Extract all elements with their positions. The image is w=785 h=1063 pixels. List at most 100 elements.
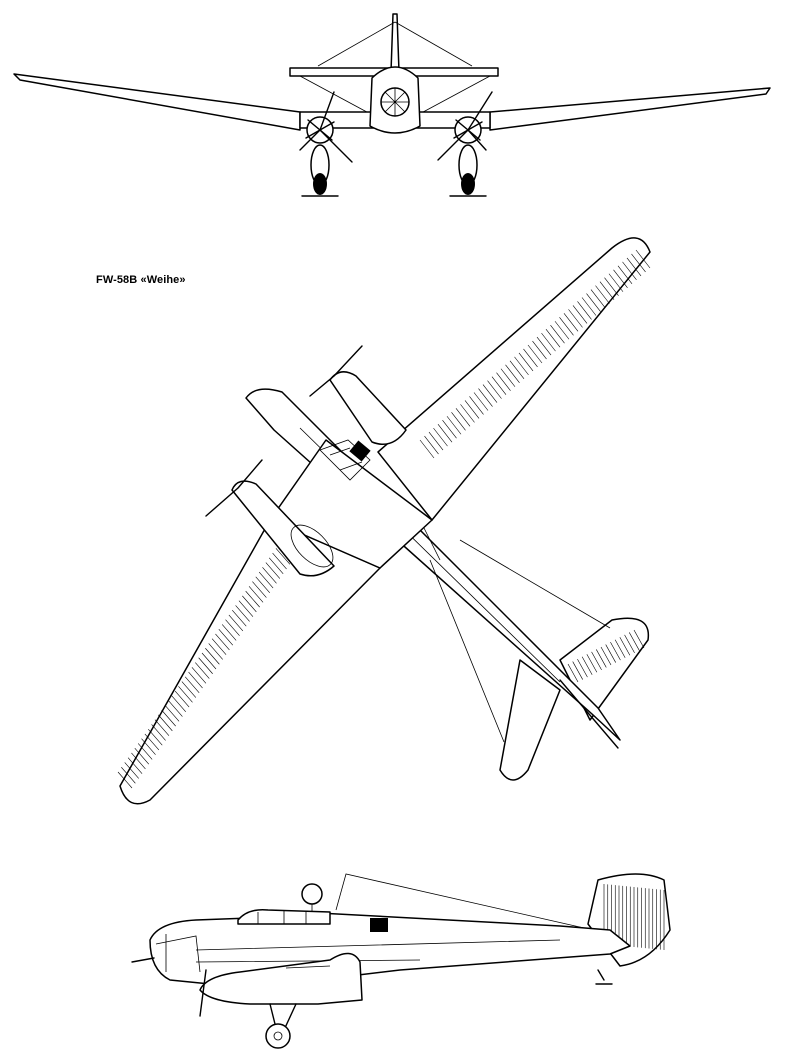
rib-line (198, 657, 213, 674)
plan-upper-wing (377, 237, 651, 521)
rib-line (164, 705, 180, 722)
rib-line (221, 624, 237, 641)
rib-line (567, 663, 579, 683)
rib-line (559, 317, 574, 336)
rib-line (600, 646, 612, 666)
rib-line (568, 309, 583, 328)
rib-line (590, 289, 606, 308)
rib-line (232, 609, 247, 627)
plan-tailplane-ribs (567, 629, 645, 683)
rib-line (433, 427, 448, 447)
plan-upper-wing-ribs (419, 249, 651, 459)
rib-line (596, 649, 607, 668)
rib-line (473, 392, 489, 411)
rib-line (577, 658, 588, 678)
rib-line (124, 762, 139, 779)
rib-line (572, 305, 588, 324)
rib-line (174, 690, 190, 708)
side-radio-loop (301, 883, 323, 905)
rib-line (424, 435, 439, 455)
rib-line (460, 404, 475, 423)
rib-line (195, 662, 210, 679)
rib-line (211, 638, 227, 655)
plan-view (117, 237, 651, 805)
rib-line (127, 757, 143, 774)
rib-line (626, 257, 642, 277)
plan-bracing-wires (429, 539, 611, 743)
rib-line (248, 586, 264, 603)
plan-center-section (269, 439, 433, 569)
rib-line (205, 648, 220, 665)
rib-line (586, 654, 598, 673)
front-view (13, 13, 771, 197)
rib-line (482, 384, 498, 403)
rib-line (635, 249, 651, 269)
side-propeller (199, 969, 207, 1017)
rib-line (161, 709, 176, 727)
rib-line (572, 661, 583, 680)
rib-line (255, 576, 270, 594)
plan-lower-wing (119, 519, 381, 805)
rib-line (151, 724, 166, 741)
rib-line (141, 738, 156, 755)
rib-line (168, 700, 183, 717)
rib-line (624, 634, 635, 654)
rib-line (545, 328, 561, 348)
rib-line (563, 313, 579, 332)
rib-line (619, 637, 631, 656)
rib-line (245, 590, 260, 608)
rib-line (614, 639, 626, 658)
rib-line (541, 332, 556, 352)
rib-line (181, 681, 197, 698)
front-right-wing (489, 87, 771, 131)
rib-line (442, 420, 457, 439)
rib-line (272, 552, 287, 570)
rib-line (622, 261, 637, 281)
rib-line (131, 752, 146, 770)
rib-line (228, 614, 244, 632)
rib-line (117, 771, 133, 789)
rib-line (599, 281, 615, 300)
rib-line (586, 293, 601, 312)
rib-line (188, 671, 203, 689)
rib-line (581, 297, 597, 316)
rib-line (262, 567, 277, 584)
rib-line (201, 652, 217, 670)
rib-line (238, 600, 254, 617)
rib-line (610, 641, 621, 661)
rib-line (275, 548, 291, 565)
rib-line (496, 372, 511, 391)
side-nose-gun (131, 957, 155, 963)
rib-line (527, 344, 543, 364)
aircraft-title: FW-58B «Weihe» (96, 274, 186, 286)
rib-line (218, 629, 234, 646)
rib-line (428, 431, 444, 451)
rib-line (265, 562, 281, 579)
rib-line (500, 368, 516, 387)
rib-line (419, 439, 435, 459)
rib-line (509, 360, 525, 380)
rib-line (171, 695, 186, 713)
rib-line (121, 767, 136, 784)
rib-line (608, 273, 624, 292)
rib-line (604, 277, 619, 296)
rib-line (137, 743, 153, 760)
rib-line (469, 396, 484, 415)
front-left-wing (13, 73, 301, 131)
rib-line (554, 321, 570, 340)
rib-line (252, 581, 267, 598)
rib-line (595, 285, 610, 304)
rib-line (215, 633, 230, 651)
front-bracing-wires (299, 21, 491, 119)
rib-line (591, 651, 602, 671)
rib-line (134, 748, 150, 765)
rib-line (235, 605, 250, 622)
side-view (131, 873, 671, 1049)
rib-line (631, 253, 646, 273)
rib-line (617, 265, 633, 285)
rib-line (144, 733, 160, 751)
side-main-wheel (265, 1023, 291, 1049)
plan-cockpit-frames (319, 439, 371, 481)
rib-line (158, 714, 173, 732)
